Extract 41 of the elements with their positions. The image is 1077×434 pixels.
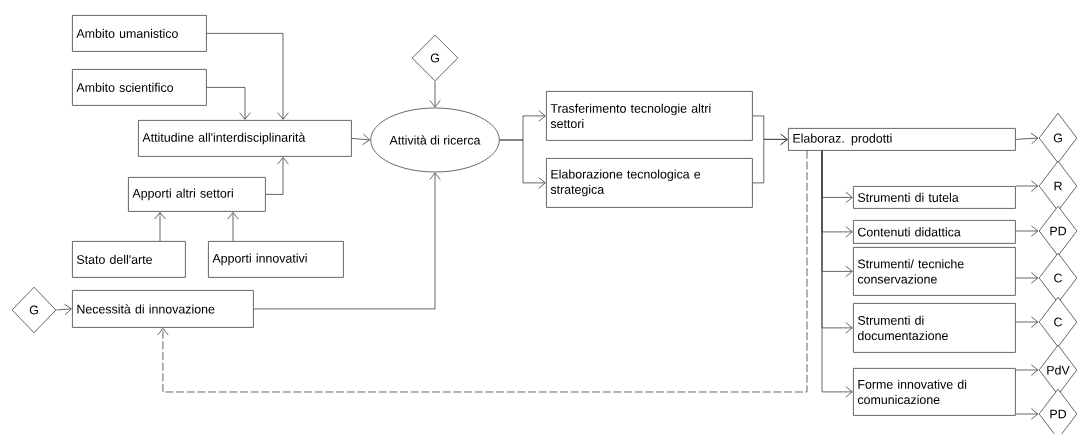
process-box: Elaboraz. prodotti: [788, 128, 1016, 151]
node-label: R: [1054, 181, 1062, 191]
arrow: [206, 33, 289, 120]
process-box: Necessità di innovazione: [72, 290, 254, 328]
process-box: Ambito umanistico: [72, 15, 207, 52]
process-box: Attitudine all'interdisciplinarità: [138, 120, 352, 157]
process-box: Strumenti di tutela: [853, 186, 1016, 209]
node-label: C: [1054, 317, 1063, 327]
arrow: [429, 81, 441, 108]
process-box: Ambito scientifico: [72, 69, 207, 106]
arrow: [1015, 364, 1039, 376]
process-box: Strumenti/ tecniche conservazione: [853, 247, 1016, 296]
arrow: [1015, 132, 1039, 145]
arrow: [56, 303, 72, 316]
arrow: [752, 133, 788, 184]
arrow: [265, 157, 289, 195]
arrow: [227, 212, 239, 242]
process-box: Apporti altri settori: [128, 177, 266, 212]
arrow: [499, 139, 546, 189]
process-box: Trasferimento tecnologie altri settori: [546, 91, 753, 141]
process-box: Elaborazione tecnologica e strategica: [546, 158, 753, 208]
arrow: [1015, 316, 1039, 328]
process-box: Apporti innovativi: [208, 241, 344, 278]
arrow: [1015, 408, 1039, 420]
node-label: PdV: [1047, 365, 1070, 375]
arrow: [1015, 180, 1039, 192]
node-label: PD: [1050, 409, 1067, 419]
arrow: [821, 150, 853, 398]
arrow: [154, 212, 166, 242]
process-box: Stato dell'arte: [72, 241, 186, 278]
arrow: [1015, 272, 1039, 284]
process-box: Forme innovative di comunicazione: [853, 368, 1016, 416]
dashed-arrow: [157, 150, 808, 393]
arrow: [351, 133, 371, 146]
node-label: C: [1054, 273, 1063, 283]
process-box: Contenuti didattica: [853, 220, 1016, 244]
arrow: [206, 87, 251, 120]
arrow: [253, 172, 441, 310]
arrow: [1015, 225, 1039, 237]
node-label: PD: [1050, 226, 1067, 236]
process-box: Strumenti di documentazione: [853, 303, 1016, 353]
